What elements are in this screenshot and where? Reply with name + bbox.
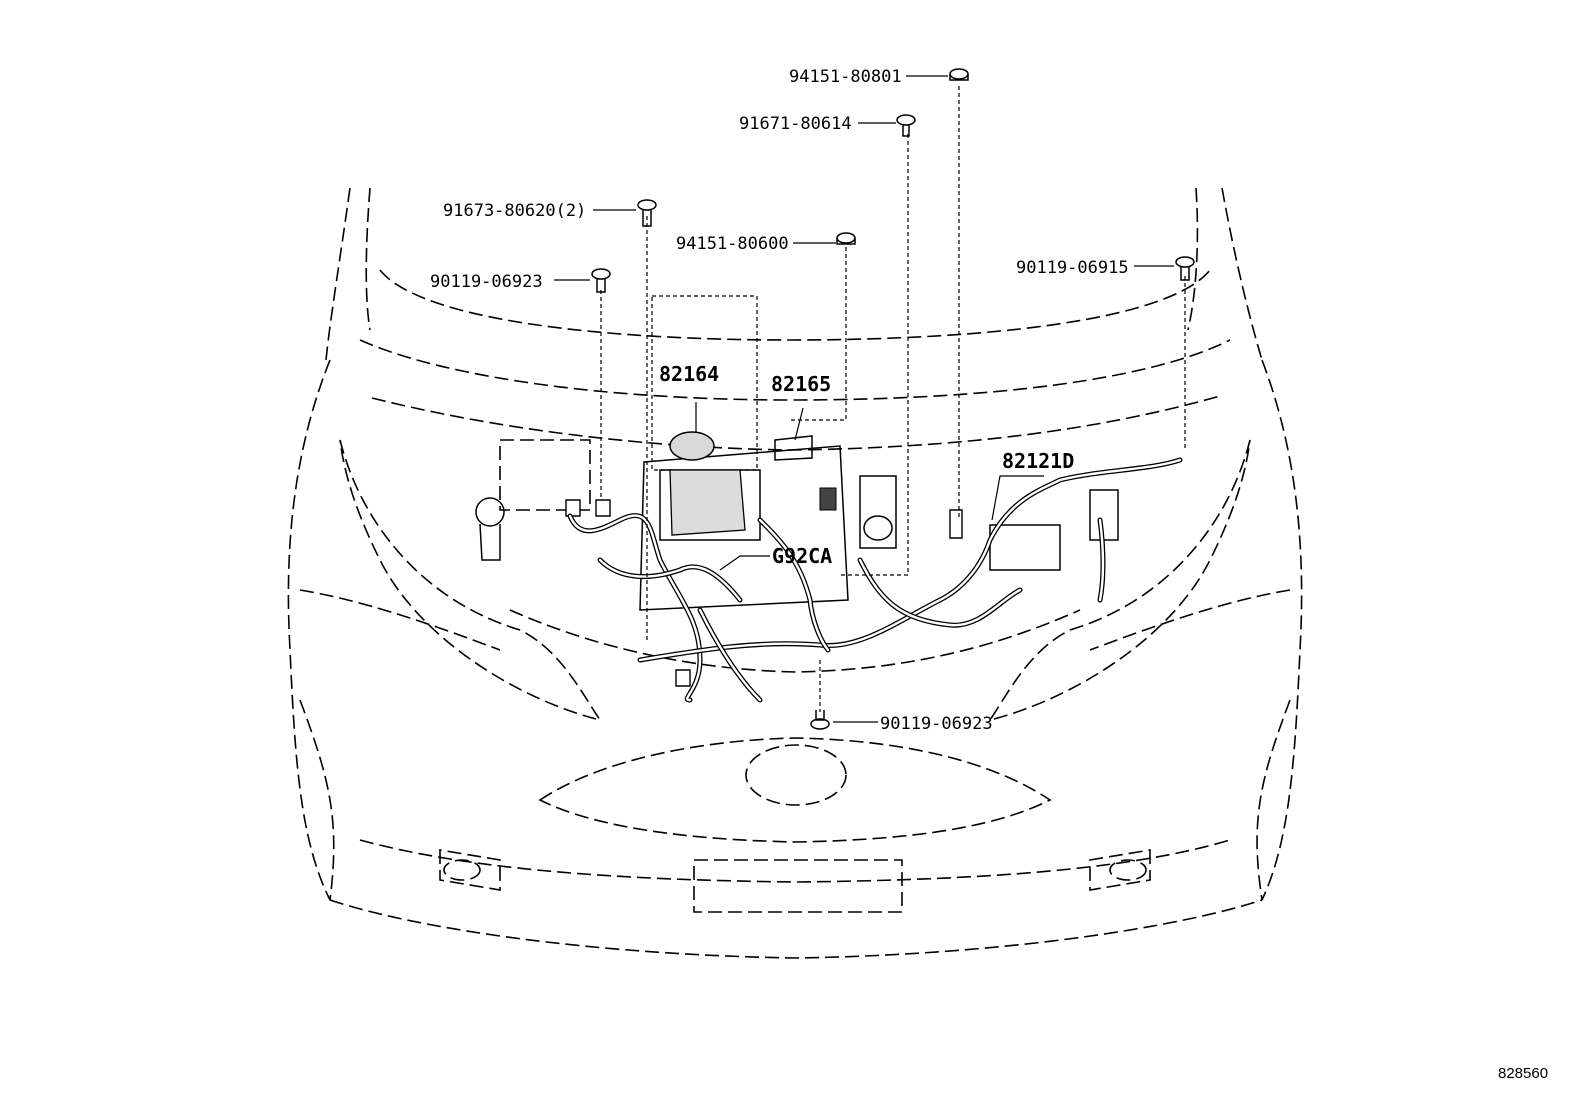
bolt-icon xyxy=(810,710,830,730)
fasteners xyxy=(591,68,1195,730)
bolt-icon xyxy=(1175,256,1195,281)
nut-icon xyxy=(949,68,969,81)
part-label: 91673-80620(2) xyxy=(443,201,586,221)
part-label: 94151-80600 xyxy=(676,234,789,254)
car-body-outline xyxy=(287,187,1303,959)
part-label: G92CA xyxy=(772,544,832,568)
part-label: 90119-06923 xyxy=(430,272,543,292)
installation-guide-lines xyxy=(600,86,1186,712)
bolt-icon xyxy=(896,114,916,137)
part-label: 94151-80801 xyxy=(789,67,902,87)
leader-lines xyxy=(554,75,1174,723)
part-label: 82121D xyxy=(1002,449,1074,473)
part-label: 82164 xyxy=(659,362,719,386)
part-labels: 94151-80801 91671-80614 91673-80620(2) 9… xyxy=(430,67,1548,1082)
part-label: 90119-06923 xyxy=(880,714,993,734)
bolt-icon xyxy=(591,268,611,293)
part-label: 82165 xyxy=(771,372,831,396)
part-label: 90119-06915 xyxy=(1016,258,1129,278)
wire-harness xyxy=(567,457,1183,703)
engine-bay-components xyxy=(475,295,1119,687)
figure-number: 828560 xyxy=(1498,1065,1548,1082)
bolt-icon xyxy=(637,199,657,227)
nut-icon xyxy=(836,232,856,245)
part-label: 91671-80614 xyxy=(739,114,852,134)
